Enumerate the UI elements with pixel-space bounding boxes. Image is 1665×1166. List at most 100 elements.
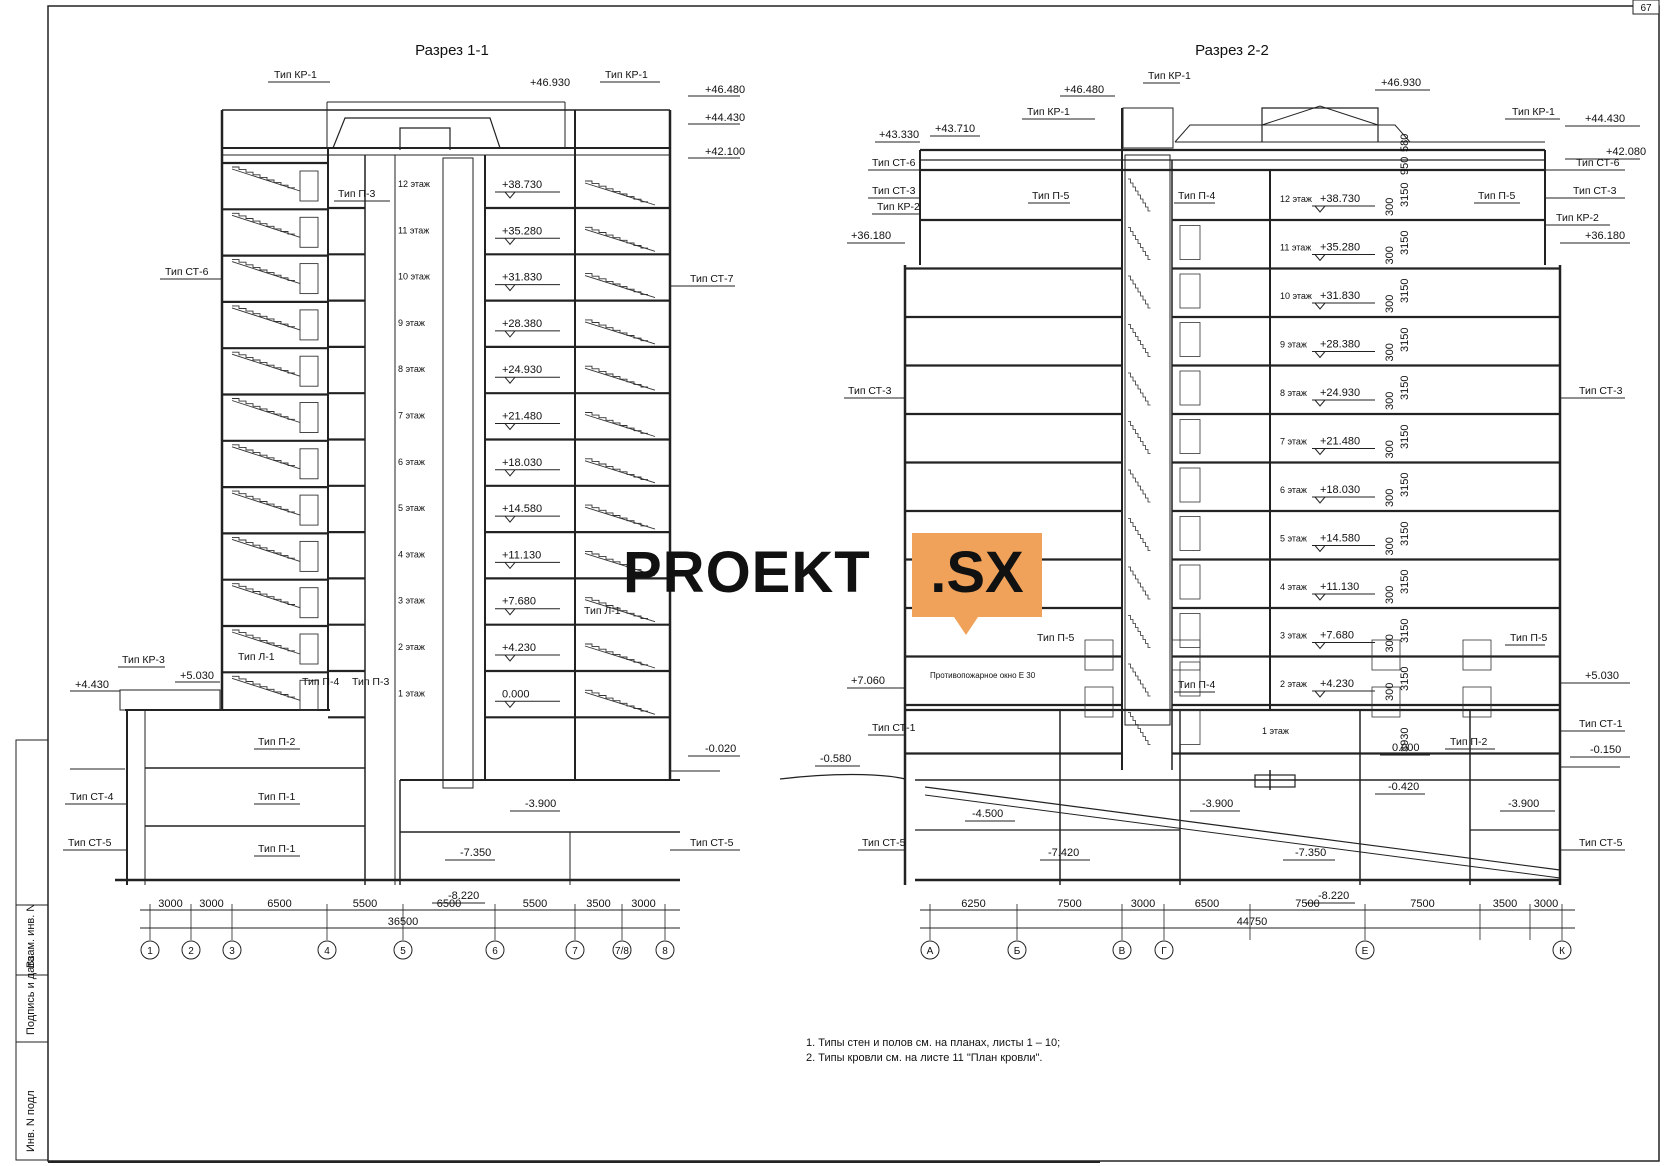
label-kr2-right: Тип КР-2 [1556,212,1599,224]
watermark-logo: PROEKT .SX [609,533,1042,635]
storey-height: 3150 [1399,328,1411,352]
dim-value-s2: 7500 [1295,898,1319,910]
dim-value: 3000 [158,898,182,910]
label-kr1-s2-right: Тип КР-1 [1512,106,1555,118]
door-left [299,170,319,202]
dim-total-s2: 44750 [1237,916,1268,928]
axis-label: 7 [572,946,578,957]
elev-42100: +42.100 [705,146,745,158]
axis-label: 8 [662,946,668,957]
stair-flight-right [585,458,648,481]
stair-flight-s2 [1128,227,1151,260]
floor-elevation: 0.000 [502,688,530,700]
floor-elevation: +31.830 [502,272,542,284]
door-s2 [1179,273,1201,309]
stair-flight-right [585,226,648,249]
axis-bubble [485,940,505,960]
axis-bubble-s2 [1007,940,1027,960]
label-kr2-left: Тип КР-2 [877,201,920,213]
door-s2 [1179,661,1201,697]
floor-name-s2: 12 этаж [1280,194,1312,204]
storey-height: 3150 [1399,425,1411,449]
floor-name-s2: 11 этаж [1280,243,1311,253]
stair-flight-s2 [1128,663,1151,697]
window-s2 [1462,639,1492,671]
elev-5030: +5.030 [180,670,214,682]
door-s2 [1179,370,1201,406]
floor-elevation-s2: +18.030 [1320,484,1360,496]
elev-0580: -0.580 [820,753,851,765]
stair-stringer-right [584,321,656,345]
stamp-sign-label: Подпись и дата [25,955,37,1035]
dim-value: 6500 [437,898,461,910]
floor-name: 1 этаж [398,688,425,698]
elev-43330: +43.330 [879,129,919,141]
stair-flight-left [232,259,295,281]
section-1-top-labels: Тип КР-1 +46.930 Тип КР-1 +46.480 +44.43… [268,69,745,159]
axis-bubble [140,940,160,960]
door-s2 [1179,467,1201,503]
dim-value-s2: 7500 [1410,898,1434,910]
floor-elevation: +18.030 [502,457,542,469]
floor-name: 4 этаж [398,549,425,559]
stair-stringer-left [231,261,301,285]
section-1-structure [70,110,720,885]
floor-name-s2: 6 этаж [1280,485,1307,495]
stair-stringer-right [584,599,656,623]
axis-label: 5 [400,946,406,957]
section-2-top-labels: +46.480 Тип КР-1 +46.930 Тип КР-1 Тип КР… [875,70,1646,160]
elevation-marker [504,284,516,292]
door-left [299,216,319,248]
dim-value: 3000 [631,898,655,910]
axis-label: 2 [188,946,194,957]
axis-label-s2: А [927,946,934,957]
door-s2 [1179,419,1201,454]
elev-42080: +42.080 [1606,146,1646,158]
storey-height: 3150 [1399,570,1411,594]
window-s2 [1462,686,1492,718]
stair-flight-s2 [1128,712,1151,745]
axis-label-s2: В [1119,946,1126,957]
floor-elevation-s2: +38.730 [1320,193,1360,205]
section-2-structure [779,108,1620,885]
axis-label: 7/8 [615,946,629,957]
label-kr1-left: Тип КР-1 [274,69,317,81]
dim-value-s2: 3000 [1131,898,1155,910]
door-s2 [1179,322,1201,357]
floor-elevation: +24.930 [502,364,542,376]
door-s2 [1179,564,1201,600]
stair-flight-s2 [1128,518,1151,551]
stair-stringer-left [231,353,301,377]
elev-0420: -0.420 [1388,781,1419,793]
elevation-marker-s2 [1314,642,1326,650]
stair-flight-right [585,689,648,712]
elevation-marker [504,700,516,709]
elev-7060: +7.060 [851,675,885,687]
stair-stringer-left [231,585,301,609]
window-s2 [1171,639,1201,671]
stair-flight-left [232,490,295,513]
label-floor1-s2: 1 этаж [1262,726,1289,736]
axis-bubble-s2 [1552,940,1572,960]
stamp-replace-label: Взам. инв. N [25,904,37,968]
elev-7350-s2: -7.350 [1295,847,1326,859]
stair-flight-left [232,583,295,605]
axis-label: 6 [492,946,498,957]
elevation-marker [504,330,516,338]
stair-flight-s2 [1128,421,1151,454]
note-1: 1. Типы стен и полов см. на планах, лист… [806,1037,1060,1049]
stair-stringer-right [584,275,656,299]
storey-height: 3150 [1399,667,1411,691]
storey-height: 3150 [1399,473,1411,497]
elev-46480: +46.480 [705,84,745,96]
stair-flight-s2 [1128,324,1151,357]
stair-flight-left [232,305,295,328]
floor-name-s2: 5 этаж [1280,534,1307,544]
slab-thickness: 300 [1384,683,1396,701]
storey-height: 950 [1399,157,1411,175]
stair-stringer-left [231,631,301,655]
stair-flight-right [585,504,648,527]
